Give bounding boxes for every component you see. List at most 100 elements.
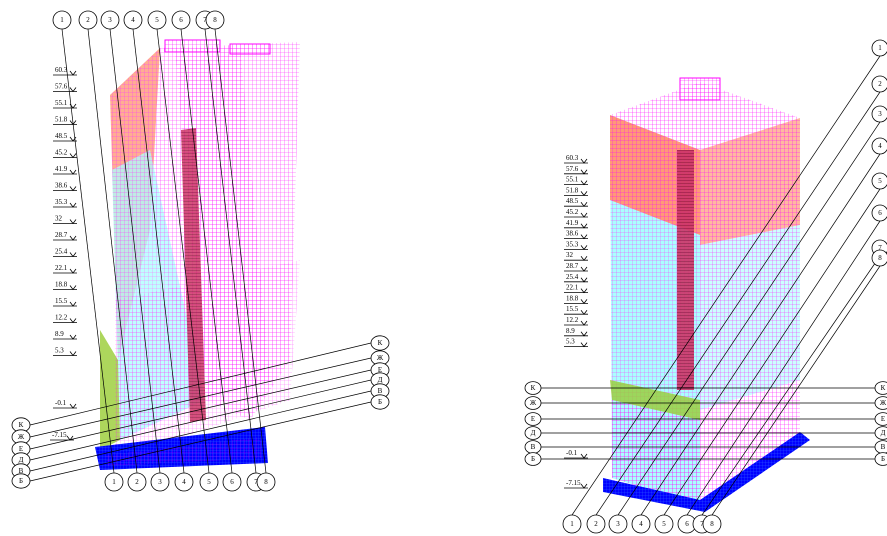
level-label: 25.4	[566, 273, 579, 281]
axis-bubble-bottom	[608, 514, 628, 534]
axis-label-left: В	[19, 467, 24, 475]
level-label: 51.8	[566, 186, 579, 194]
axis-line	[663, 188, 881, 516]
axis-label-top: 3	[878, 110, 882, 118]
axis-bubble-top	[871, 249, 887, 267]
level-label: 41.9	[55, 165, 68, 173]
axis-label-left: Д	[19, 456, 24, 464]
level-mark: 35.3	[564, 240, 588, 251]
level-label: 57.6	[566, 165, 579, 173]
level-mark: 18.8	[53, 281, 77, 291]
axis-bubble-right	[370, 394, 390, 410]
axis-bubble-bottom	[586, 514, 606, 534]
level-label: 18.8	[55, 281, 68, 289]
axis-label-left: К	[19, 421, 24, 429]
axis-bubble-bottom	[631, 514, 651, 534]
level-mark: 28.7	[564, 262, 588, 272]
grid-axis-4: 44	[631, 137, 887, 534]
grid-axis-4: 44	[123, 10, 194, 492]
level-label: 12.2	[55, 314, 68, 322]
right-foundation	[603, 432, 810, 512]
right-building	[603, 77, 810, 512]
level-label: 55.1	[55, 99, 68, 107]
level-arrow-icon	[580, 453, 588, 459]
level-mark: 15.5	[564, 305, 588, 315]
axis-bubble-left	[524, 412, 542, 426]
level-arrow-icon	[580, 180, 588, 186]
axis-bubble-top	[78, 10, 98, 30]
axis-bubble-bottom	[222, 472, 242, 492]
axis-label-right: Ж	[880, 399, 887, 407]
level-label: 45.2	[55, 149, 68, 157]
axis-bubble-right	[874, 412, 887, 426]
level-arrow-icon	[69, 70, 77, 76]
level-arrow-icon	[580, 309, 588, 315]
axis-line	[214, 28, 267, 474]
axis-line	[29, 379, 372, 461]
level-arrow-icon	[580, 169, 588, 175]
level-label: 22.1	[55, 264, 68, 272]
level-arrow-icon	[580, 212, 588, 218]
level-mark: 51.8	[564, 186, 588, 197]
level-mark: 25.4	[53, 248, 77, 258]
level-arrow-icon	[69, 403, 77, 409]
level-mark: 48.5	[53, 132, 77, 142]
level-label: -7.15	[52, 431, 67, 439]
axis-bubble-bottom	[174, 472, 194, 492]
grid-axis-6: 66	[677, 204, 887, 534]
level-arrow-icon	[69, 219, 77, 225]
level-label: 35.3	[566, 240, 579, 248]
axis-label-left: Б	[531, 455, 535, 463]
axis-label-top: 3	[108, 16, 112, 24]
level-label: 8.9	[566, 327, 575, 335]
axis-label-top: 7	[878, 244, 882, 252]
axis-label-top: 7	[203, 16, 207, 24]
axis-bubble-left	[524, 452, 542, 466]
axis-line	[686, 220, 881, 516]
level-mark: 57.6	[564, 165, 588, 175]
level-label: 5.3	[55, 347, 64, 355]
level-arrow-icon	[69, 351, 77, 357]
level-label: -0.1	[566, 449, 578, 457]
axis-label-right: К	[881, 384, 886, 392]
level-mark: 25.4	[564, 273, 588, 283]
axis-bubble-top	[52, 10, 72, 30]
axis-label-left: Е	[531, 415, 535, 423]
axis-bubble-top	[205, 10, 225, 30]
axis-line	[204, 28, 257, 474]
right-level-marks: 60.357.655.151.848.545.241.938.635.33228…	[564, 154, 588, 489]
level-mark: -7.15	[50, 431, 74, 441]
level-arrow-icon	[69, 186, 77, 192]
axis-label-bottom: 6	[685, 520, 689, 528]
level-mark: 8.9	[564, 327, 588, 337]
grid-axis-8: 88	[702, 249, 887, 534]
axis-line	[571, 55, 881, 516]
axis-label-bottom: 2	[594, 520, 598, 528]
level-label: 38.6	[55, 182, 68, 190]
axis-bubble-top	[871, 172, 887, 190]
axis-bubble-left	[11, 473, 31, 489]
level-mark: 32	[564, 251, 588, 261]
axis-bubble-bottom	[199, 472, 219, 492]
axis-label-left: Ж	[18, 433, 25, 441]
axis-label-top: 5	[878, 177, 882, 185]
level-mark: 41.9	[564, 219, 588, 229]
level-mark: -0.1	[53, 399, 77, 409]
level-label: 25.4	[55, 248, 68, 256]
level-mark: 38.6	[53, 182, 77, 192]
axis-label-bottom: 5	[207, 478, 211, 486]
axis-line	[132, 28, 185, 474]
axis-bubble-left	[524, 381, 542, 395]
axis-label-right: Е	[881, 415, 885, 423]
level-label: 8.9	[55, 330, 64, 338]
level-mark: 5.3	[564, 338, 588, 348]
axis-bubble-right	[874, 452, 887, 466]
grid-axis-3: 33	[100, 10, 170, 492]
level-mark: 38.6	[564, 230, 588, 240]
level-label: 32	[55, 215, 63, 223]
level-label: -7.15	[566, 479, 581, 487]
